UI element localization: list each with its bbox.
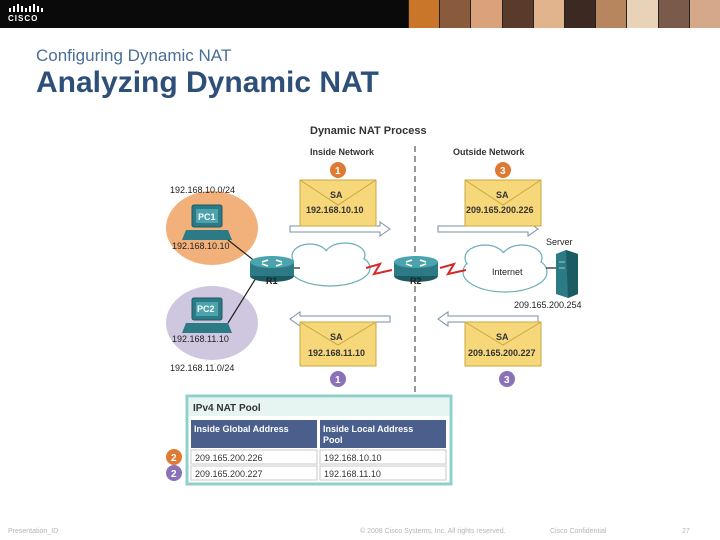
header-photo [470,0,502,28]
internet-label: Internet [492,267,523,277]
nat-pool-table [185,394,453,486]
r1-r2-serial-link [365,262,393,276]
footer-confidential: Cisco Confidential [550,528,607,535]
flow-arrow-top-left [289,221,391,237]
header-photo-strip [408,0,720,28]
cisco-logo: CISCO [8,3,48,25]
internet-cloud-icon [462,244,548,293]
pc2-subnet-label: 192.168.11.0/24 [170,363,234,373]
header-photo [532,0,565,28]
pc1-subnet-label: 192.168.10.0/24 [170,185,235,195]
envelope-bottom-right-ip: 209.165.200.227 [468,348,536,358]
envelope-top-right [464,179,542,227]
envelope-top-left [299,179,377,227]
envelope-bottom-right [464,321,542,367]
step-badge-bottom-right: 3 [499,371,515,387]
pc2-label: PC2 [197,304,215,314]
envelope-bottom-right-sa: SA [496,332,509,342]
footer-presentation-id: Presentation_ID [8,528,59,535]
nat-pool-row-local: 192.168.11.10 [324,469,381,479]
header-photo [626,0,658,28]
step-badge-top-right-number: 3 [500,166,506,177]
nat-pool-col-global: Inside Global Address [194,424,289,434]
nat-pool-step-number: 2 [171,453,177,464]
header-photo [657,0,689,28]
envelope-top-left-sa: SA [330,190,343,200]
outside-network-label: Outside Network [453,147,526,157]
pc1-r1-link [227,239,257,263]
step-badge-top-right: 3 [495,162,511,178]
header-photo [439,0,471,28]
step-badge-bottom-right-number: 3 [504,375,510,386]
envelope-top-left-ip: 192.168.10.10 [306,205,364,215]
header-photo [688,0,720,28]
nat-pool-title: IPv4 NAT Pool [193,403,261,414]
pc2-computer-icon[interactable] [182,297,232,333]
r1-label: R1 [266,276,278,286]
pc2-ip-label: 192.168.11.10 [172,334,229,344]
pc1-label: PC1 [198,212,216,222]
wan-cloud-icon [289,242,371,287]
step-badge-top-left-number: 1 [335,166,341,177]
nat-pool-step-number: 2 [171,469,177,480]
nat-pool-row-local: 192.168.10.10 [324,453,382,463]
server-ip-label: 209.165.200.254 [514,300,582,310]
header-photo [595,0,627,28]
envelope-top-right-sa: SA [496,190,509,200]
r1-router-icon[interactable] [250,256,294,282]
footer-page-number: 27 [682,528,690,535]
r2-router-icon[interactable] [394,256,438,282]
top-banner: CISCO [0,0,720,28]
r2-label: R2 [410,276,422,286]
envelope-bottom-left [299,321,377,367]
cisco-logo-bars-icon [9,4,43,12]
pc1-ip-label: 192.168.10.10 [172,241,230,251]
nat-pool-col-local-line1: Inside Local Address [323,424,413,434]
pc1-zone [166,191,258,265]
footer-copyright: © 2008 Cisco Systems, Inc. All rights re… [360,528,506,535]
envelope-top-right-ip: 209.165.200.226 [466,205,534,215]
pc2-r1-link [227,277,257,324]
header-photo [408,0,440,28]
envelope-bottom-left-ip: 192.168.11.10 [308,348,365,358]
nat-pool-row-global: 209.165.200.227 [195,469,263,479]
server-label: Server [546,237,573,247]
step-badge-bottom-left: 1 [330,371,346,387]
inside-network-label: Inside Network [310,147,375,157]
header-photo [501,0,533,28]
nat-pool-step-badge-row1: 2 [166,449,182,465]
nat-pool-col-local-line2: Pool [323,435,343,445]
pc1-computer-icon[interactable] [182,204,232,240]
nat-pool-row-global: 209.165.200.226 [195,453,263,463]
diagram-title: Dynamic NAT Process [310,125,427,137]
envelope-bottom-left-sa: SA [330,332,343,342]
header-photo [564,0,596,28]
nat-pool-step-badge-row2: 2 [166,465,182,481]
r2-internet-serial-link [439,262,467,276]
slide-title: Analyzing Dynamic NAT [36,66,379,99]
server-icon[interactable] [556,250,578,298]
step-badge-top-left: 1 [330,162,346,178]
step-badge-bottom-left-number: 1 [335,375,341,386]
slide-subtitle: Configuring Dynamic NAT [36,46,232,65]
cisco-logo-text: CISCO [8,14,39,23]
